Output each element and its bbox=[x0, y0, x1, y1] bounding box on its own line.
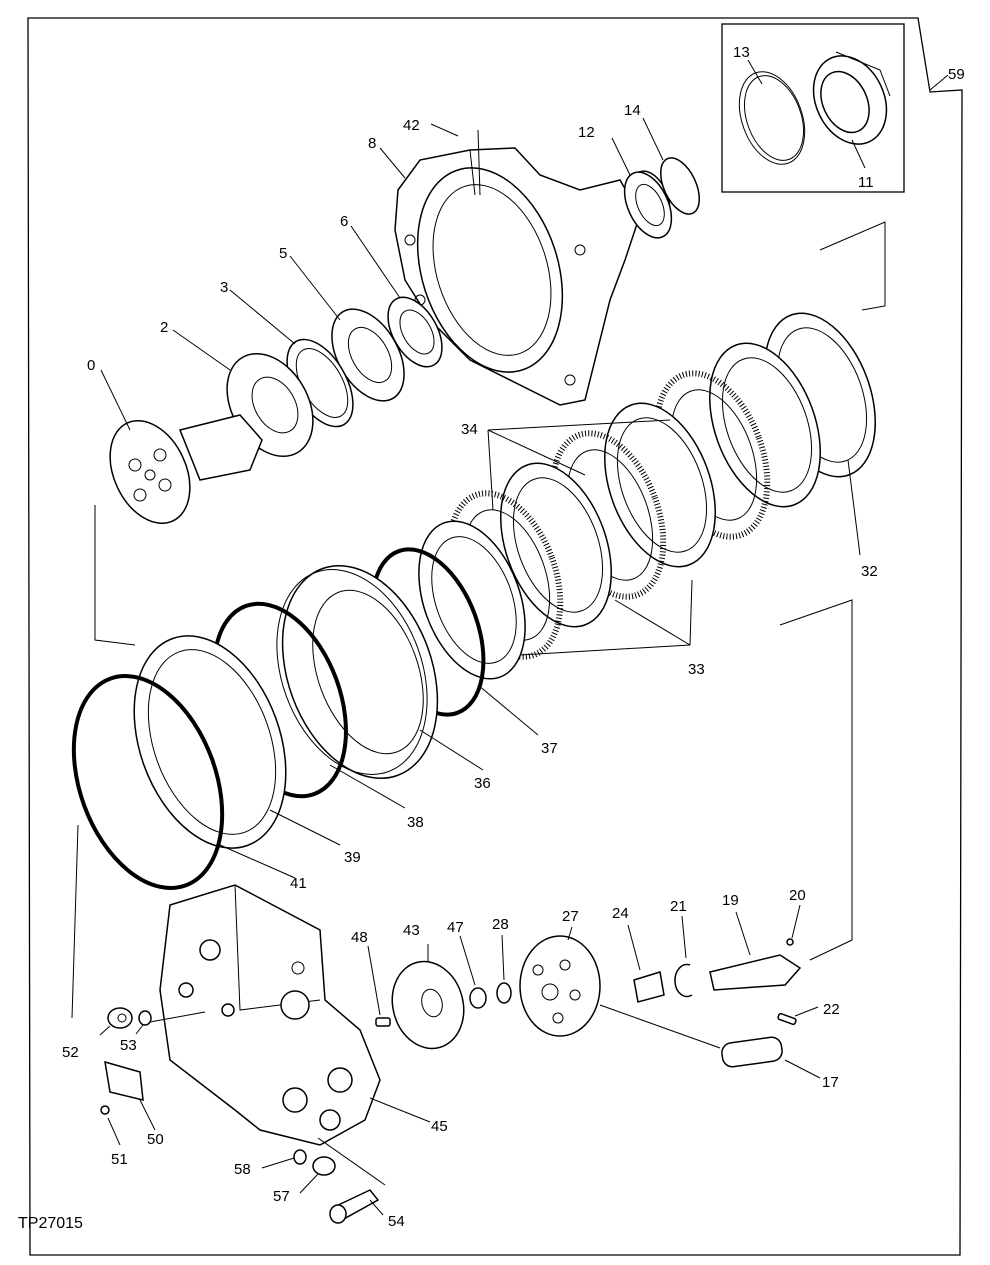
spring-24 bbox=[633, 971, 665, 1003]
callout-28: 28 bbox=[492, 916, 509, 933]
seal-12 bbox=[623, 171, 673, 239]
callout-27: 27 bbox=[562, 908, 579, 925]
callout-8: 8 bbox=[368, 135, 376, 152]
spool-19 bbox=[709, 954, 802, 991]
callout-34: 34 bbox=[461, 421, 478, 438]
inset-box bbox=[721, 23, 905, 193]
piston-36 bbox=[281, 564, 439, 780]
disc-pack bbox=[418, 312, 877, 680]
diagram-frame bbox=[27, 17, 963, 1256]
figure-code: TP27015 bbox=[18, 1215, 83, 1232]
callout-12: 12 bbox=[578, 124, 595, 141]
o-ring-53 bbox=[138, 1010, 152, 1026]
plug-52 bbox=[107, 1007, 133, 1029]
cylinder-block-27 bbox=[519, 935, 601, 1037]
callout-17: 17 bbox=[822, 1074, 839, 1091]
callout-11: 11 bbox=[858, 174, 874, 191]
callout-47: 47 bbox=[447, 919, 464, 936]
callout-58: 58 bbox=[234, 1161, 251, 1178]
o-ring-13 bbox=[738, 71, 806, 165]
callout-labels: 0 2 3 5 6 8 42 12 14 13 11 59 34 32 33 3… bbox=[62, 44, 965, 1230]
callout-13: 13 bbox=[733, 44, 750, 61]
callout-57: 57 bbox=[273, 1188, 290, 1205]
callout-22: 22 bbox=[823, 1001, 840, 1018]
housing-8 bbox=[394, 147, 671, 406]
callout-45: 45 bbox=[431, 1118, 448, 1135]
piston-17 bbox=[721, 1036, 783, 1068]
callout-2: 2 bbox=[160, 319, 168, 336]
callout-33: 33 bbox=[688, 661, 705, 678]
disc-33c bbox=[499, 462, 613, 628]
callout-39: 39 bbox=[344, 849, 361, 866]
snap-ring-28 bbox=[496, 982, 512, 1004]
callout-0: 0 bbox=[87, 357, 95, 374]
callout-37: 37 bbox=[541, 740, 558, 757]
callout-21: 21 bbox=[670, 898, 687, 915]
pin-48 bbox=[375, 1017, 391, 1027]
shaft-0 bbox=[109, 414, 263, 525]
bushing-47 bbox=[469, 987, 487, 1009]
snap-ring-21 bbox=[674, 963, 693, 998]
plug-57 bbox=[312, 1156, 336, 1176]
disc-33a bbox=[708, 342, 822, 508]
cover-45 bbox=[159, 884, 381, 1146]
screw-51 bbox=[100, 1105, 110, 1115]
callout-5: 5 bbox=[279, 245, 287, 262]
o-ring-58 bbox=[293, 1149, 307, 1165]
callout-32: 32 bbox=[861, 563, 878, 580]
piston-group bbox=[71, 547, 486, 890]
disc-33d bbox=[418, 520, 526, 680]
leader-lines bbox=[71, 59, 949, 1216]
snap-ring-14 bbox=[659, 157, 701, 215]
callout-59: 59 bbox=[948, 66, 965, 83]
bolt-54 bbox=[329, 1189, 380, 1224]
callout-43: 43 bbox=[403, 922, 420, 939]
callout-52: 52 bbox=[62, 1044, 79, 1061]
callout-42: 42 bbox=[403, 117, 420, 134]
callout-48: 48 bbox=[351, 929, 368, 946]
callout-19: 19 bbox=[722, 892, 739, 909]
valve-plate-43 bbox=[391, 960, 465, 1050]
callout-51: 51 bbox=[111, 1151, 128, 1168]
callout-41: 41 bbox=[290, 875, 307, 892]
callout-6: 6 bbox=[340, 213, 348, 230]
callout-24: 24 bbox=[612, 905, 629, 922]
callout-53: 53 bbox=[120, 1037, 137, 1054]
callout-38: 38 bbox=[407, 814, 424, 831]
callout-36: 36 bbox=[474, 775, 491, 792]
plate-39 bbox=[133, 635, 287, 849]
callout-14: 14 bbox=[624, 102, 641, 119]
ball-20 bbox=[786, 938, 794, 946]
plate-50 bbox=[104, 1060, 144, 1101]
callout-3: 3 bbox=[220, 279, 228, 296]
pin-22 bbox=[777, 1012, 797, 1026]
bearing-cup-11 bbox=[812, 51, 891, 145]
callout-54: 54 bbox=[388, 1213, 405, 1230]
callout-20: 20 bbox=[789, 887, 806, 904]
o-ring-41 bbox=[71, 674, 225, 890]
callout-50: 50 bbox=[147, 1131, 164, 1148]
disc-33b bbox=[603, 402, 717, 568]
